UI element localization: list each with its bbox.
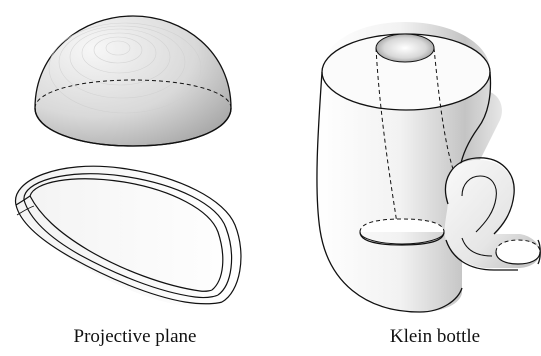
klein-top-hole — [375, 33, 435, 63]
hemisphere-back-rim — [34, 79, 232, 109]
klein-left-silhouette — [316, 71, 421, 313]
hemisphere — [34, 15, 232, 147]
caption-projective-plane: Projective plane — [73, 326, 197, 347]
mobius-band — [15, 165, 242, 307]
caption-klein-bottle: Klein bottle — [389, 326, 481, 347]
hemisphere-front-rim — [34, 107, 232, 147]
klein-bottle-figure — [316, 22, 541, 313]
klein-handle-opening — [496, 240, 540, 264]
projective-plane-figure — [15, 15, 242, 307]
